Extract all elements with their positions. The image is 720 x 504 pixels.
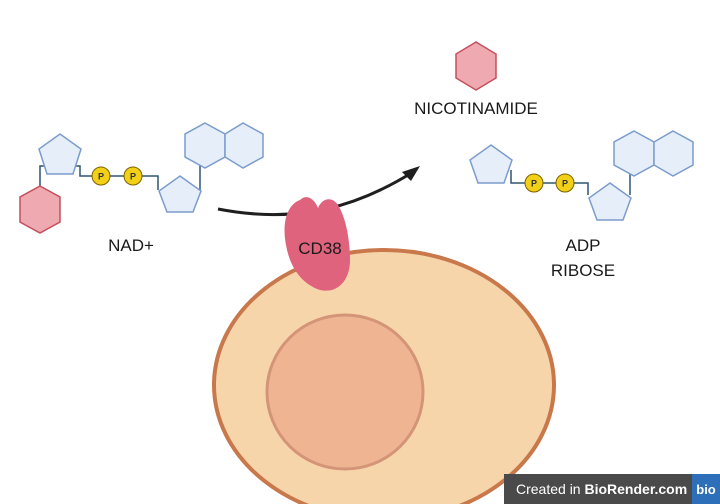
- adenine-hexagon-icon: [613, 130, 655, 177]
- nad-label: NAD+: [108, 236, 154, 255]
- ribose-ring-icon: [158, 175, 202, 213]
- adp-link-left: [510, 170, 525, 184]
- phosphate-label: P: [531, 179, 537, 189]
- adp-ribose-molecule: P P ADP RIBOSE: [469, 130, 694, 280]
- phosphate-1: P: [91, 166, 111, 186]
- phosphate-icon: [524, 173, 544, 193]
- watermark-prefix: Created in: [516, 481, 585, 497]
- nad-link-right: [142, 175, 159, 190]
- nicotinamide-ring-icon: [455, 41, 497, 91]
- adenine-hexagon-icon: [653, 130, 694, 177]
- cd38-shape: [284, 197, 350, 291]
- biorender-logo-icon: bio: [692, 474, 720, 504]
- phosphate-2: P: [555, 173, 575, 193]
- adenine-hexagon-icon: [224, 122, 264, 169]
- nad-molecule: P P NAD+: [19, 122, 264, 255]
- phosphate-icon: [555, 173, 575, 193]
- phosphate-label: P: [98, 172, 104, 182]
- phosphate-label: P: [130, 172, 136, 182]
- adp-label-line2: RIBOSE: [551, 261, 615, 280]
- adp-label-line1: ADP: [566, 236, 601, 255]
- nicotinamide-label: NICOTINAMIDE: [414, 99, 538, 118]
- cell: [212, 248, 556, 504]
- phosphate-icon: [91, 166, 111, 186]
- nicotinamide-ring-icon: [19, 185, 61, 234]
- watermark-brand: BioRender.com: [584, 481, 688, 497]
- phosphate-icon: [123, 166, 143, 186]
- nad-link-left: [39, 165, 92, 190]
- phosphate-label: P: [562, 179, 568, 189]
- ribose-ring-icon: [38, 133, 82, 175]
- biorender-watermark[interactable]: Created in BioRender.com bio: [504, 474, 720, 504]
- cd38-enzyme: CD38: [284, 197, 350, 291]
- adenine-hexagon-icon: [184, 122, 226, 169]
- phosphate-2: P: [123, 166, 143, 186]
- nicotinamide-product: NICOTINAMIDE: [414, 41, 538, 118]
- cell-nucleus: [265, 313, 425, 471]
- arrow-head-icon: [402, 166, 420, 181]
- adp-link-right: [574, 182, 589, 195]
- watermark-text: Created in BioRender.com: [504, 481, 692, 497]
- ribose-ring-icon: [588, 182, 632, 221]
- ribose-ring-icon: [469, 144, 513, 184]
- phosphate-1: P: [524, 173, 544, 193]
- cd38-label: CD38: [298, 239, 341, 258]
